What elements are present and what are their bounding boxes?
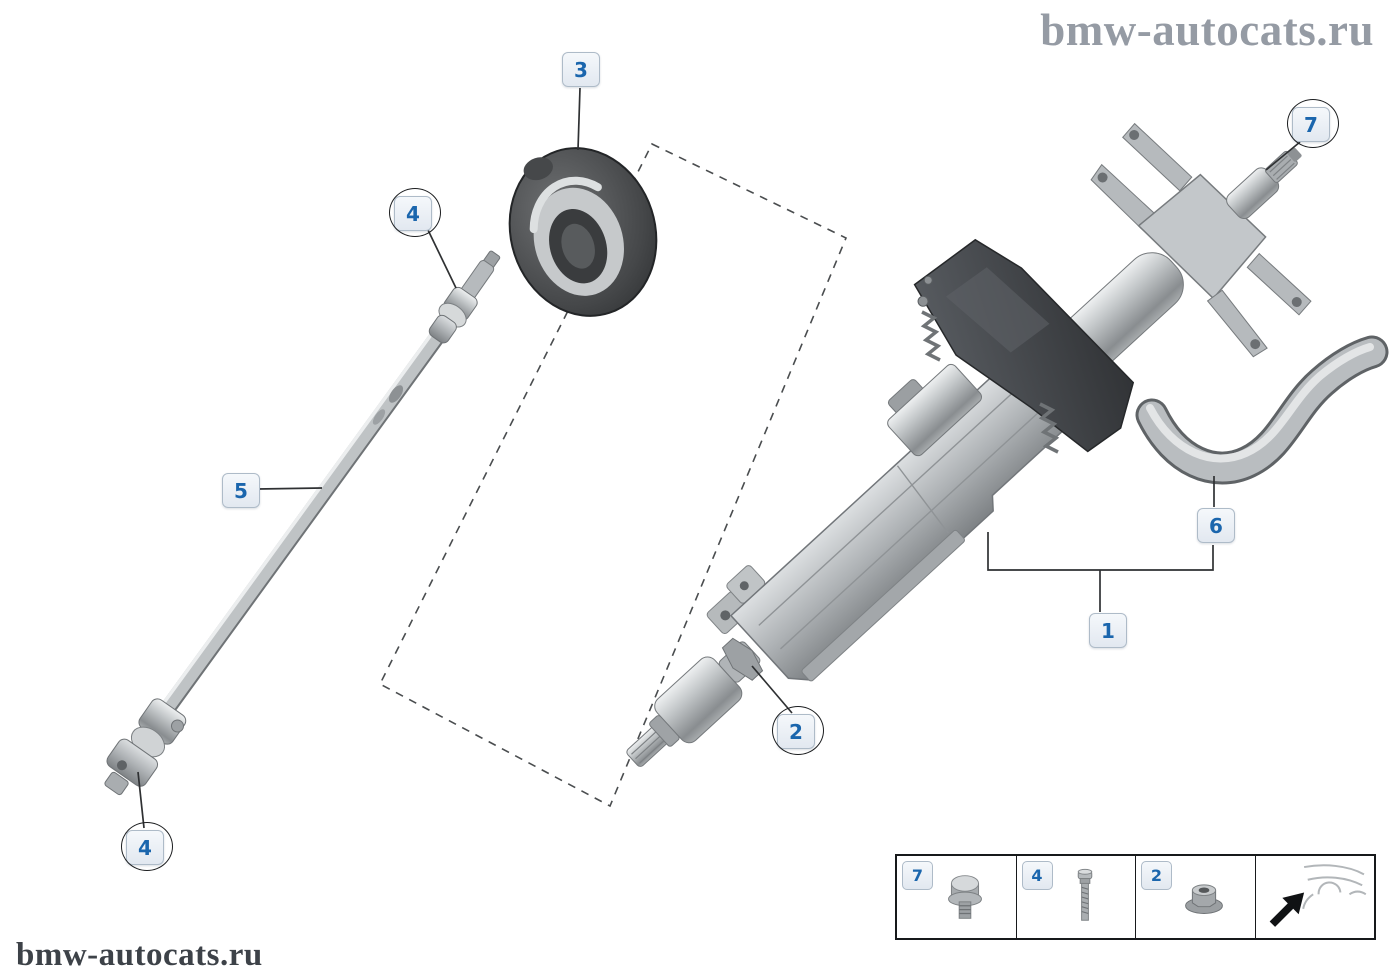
car-direction-icon bbox=[1269, 864, 1367, 927]
dashed-reference-outline bbox=[378, 142, 848, 808]
callout-5-label: 5 bbox=[222, 473, 260, 508]
bolt-icon bbox=[1077, 868, 1093, 921]
callout-5[interactable]: 5 bbox=[222, 473, 260, 508]
legend-cell-2: 2 bbox=[1136, 856, 1256, 938]
callout-2-label: 2 bbox=[777, 714, 815, 749]
release-lever bbox=[1135, 335, 1389, 485]
legend-7-label: 7 bbox=[902, 861, 933, 890]
lower-steering-shaft bbox=[160, 328, 446, 716]
callout-4-bottom[interactable]: 4 bbox=[121, 822, 173, 871]
callout-7[interactable]: 7 bbox=[1287, 99, 1339, 148]
legend-cell-4: 4 bbox=[1017, 856, 1136, 938]
fasteners-legend: 7 4 2 bbox=[895, 854, 1376, 940]
callout-4-top-label: 4 bbox=[394, 196, 432, 231]
watermark-top-right: bmw-autocats.ru bbox=[1040, 5, 1374, 55]
leader-lines bbox=[137, 87, 1301, 829]
callout-7-label: 7 bbox=[1292, 107, 1330, 142]
legend-cell-7: 7 bbox=[897, 856, 1017, 938]
legend-4-label: 4 bbox=[1021, 861, 1053, 890]
flange-bolt-icon bbox=[948, 875, 983, 919]
flange-nut-icon bbox=[1185, 884, 1224, 914]
upper-universal-joint bbox=[428, 250, 501, 344]
grommet-seal bbox=[508, 147, 658, 317]
legend-2-label: 2 bbox=[1141, 861, 1172, 890]
lower-universal-joint bbox=[104, 698, 187, 796]
callout-6-label: 6 bbox=[1197, 508, 1235, 543]
callout-1-label: 1 bbox=[1089, 613, 1127, 648]
callout-4-bottom-label: 4 bbox=[126, 830, 164, 865]
callout-2[interactable]: 2 bbox=[772, 706, 824, 755]
callout-3-label: 3 bbox=[562, 52, 600, 87]
watermark-bottom-left: bmw-autocats.ru bbox=[16, 937, 263, 973]
callout-4-top[interactable]: 4 bbox=[389, 188, 441, 237]
callout-3[interactable]: 3 bbox=[562, 52, 600, 87]
callout-1[interactable]: 1 bbox=[1089, 613, 1127, 648]
adjuster-springs bbox=[920, 310, 1060, 454]
legend-cell-direction bbox=[1256, 856, 1375, 938]
callout-6[interactable]: 6 bbox=[1197, 508, 1235, 543]
steering-column-assembly bbox=[626, 122, 1312, 767]
